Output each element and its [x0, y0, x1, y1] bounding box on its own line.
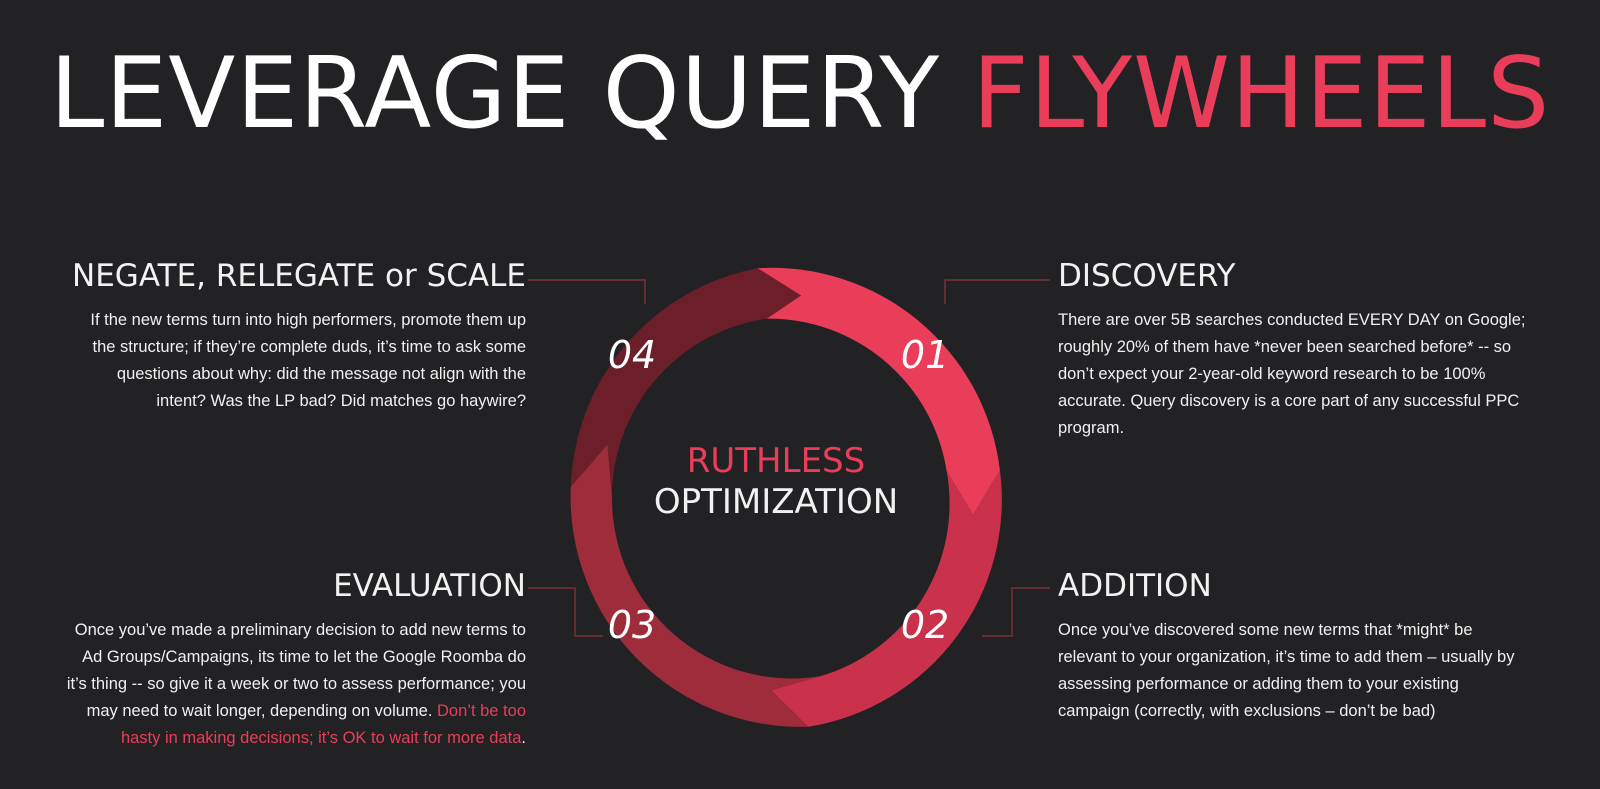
step-text-discovery: There are over 5B searches conducted EVE…: [1058, 311, 1526, 438]
connector-02: [982, 587, 1050, 637]
title-part-1: LEVERAGE QUERY: [49, 37, 973, 151]
title-part-2: FLYWHEELS: [972, 37, 1551, 151]
wheel-segment-03: [570, 444, 820, 727]
step-discovery: DISCOVERY There are over 5B searches con…: [1058, 258, 1528, 442]
step-number-04: 04: [608, 333, 656, 377]
evaluation-text-main: Once you’ve made a preliminary decision …: [66, 621, 526, 721]
step-heading-addition: ADDITION: [1058, 568, 1212, 604]
step-addition: ADDITION Once you’ve discovered some new…: [1058, 568, 1528, 725]
page-title: LEVERAGE QUERY FLYWHEELS: [0, 36, 1600, 154]
step-heading-evaluation: EVALUATION: [333, 568, 526, 604]
step-evaluation: EVALUATION Once you’ve made a preliminar…: [66, 568, 526, 752]
wheel-segment-04: [570, 268, 802, 498]
step-heading-discovery: DISCOVERY: [1058, 258, 1236, 294]
center-label-optimization: OPTIMIZATION: [654, 482, 898, 522]
step-heading-negate: NEGATE, RELEGATE or SCALE: [72, 258, 526, 294]
step-negate: NEGATE, RELEGATE or SCALE If the new ter…: [66, 258, 526, 415]
step-text-negate: If the new terms turn into high performe…: [90, 311, 526, 411]
connector-04: [528, 279, 646, 304]
evaluation-text-end: .: [521, 729, 526, 748]
step-number-03: 03: [608, 603, 656, 647]
wheel-segment-01: [757, 267, 1000, 515]
evaluation-text-highlight: Don’t be too hasty in making decisions; …: [120, 702, 526, 748]
connector-lines: [528, 279, 1050, 637]
step-text-evaluation: Once you’ve made a preliminary decision …: [66, 617, 526, 752]
step-text-addition: Once you’ve discovered some new terms th…: [1058, 621, 1515, 721]
step-number-01: 01: [901, 333, 949, 377]
center-label-ruthless: RUTHLESS: [687, 441, 865, 481]
step-number-02: 02: [901, 603, 949, 647]
wheel-segment-02: [770, 470, 1002, 727]
connector-03: [528, 587, 603, 637]
connector-01: [944, 279, 1050, 304]
